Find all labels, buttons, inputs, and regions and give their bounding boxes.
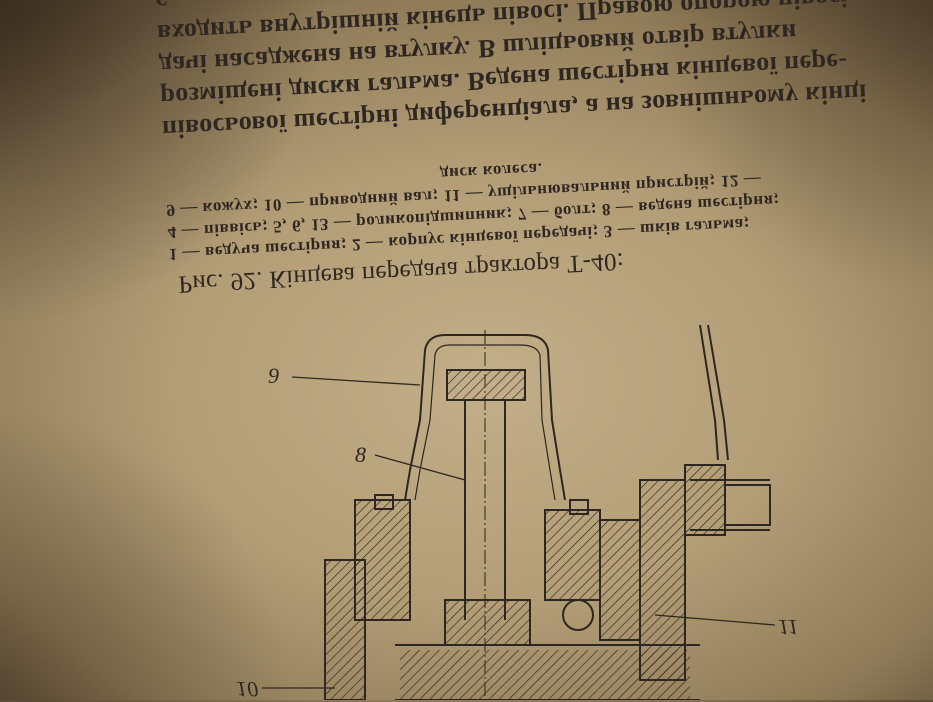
diagram-label-10: 10 [236,677,258,702]
diagram-label-8: 8 [355,442,366,467]
leader-line-9 [291,376,421,386]
leader-line-11 [654,614,776,626]
leader-line-8 [374,454,466,481]
diagram-label-11: 11 [778,615,799,640]
diagram-label-9: 9 [268,363,279,388]
